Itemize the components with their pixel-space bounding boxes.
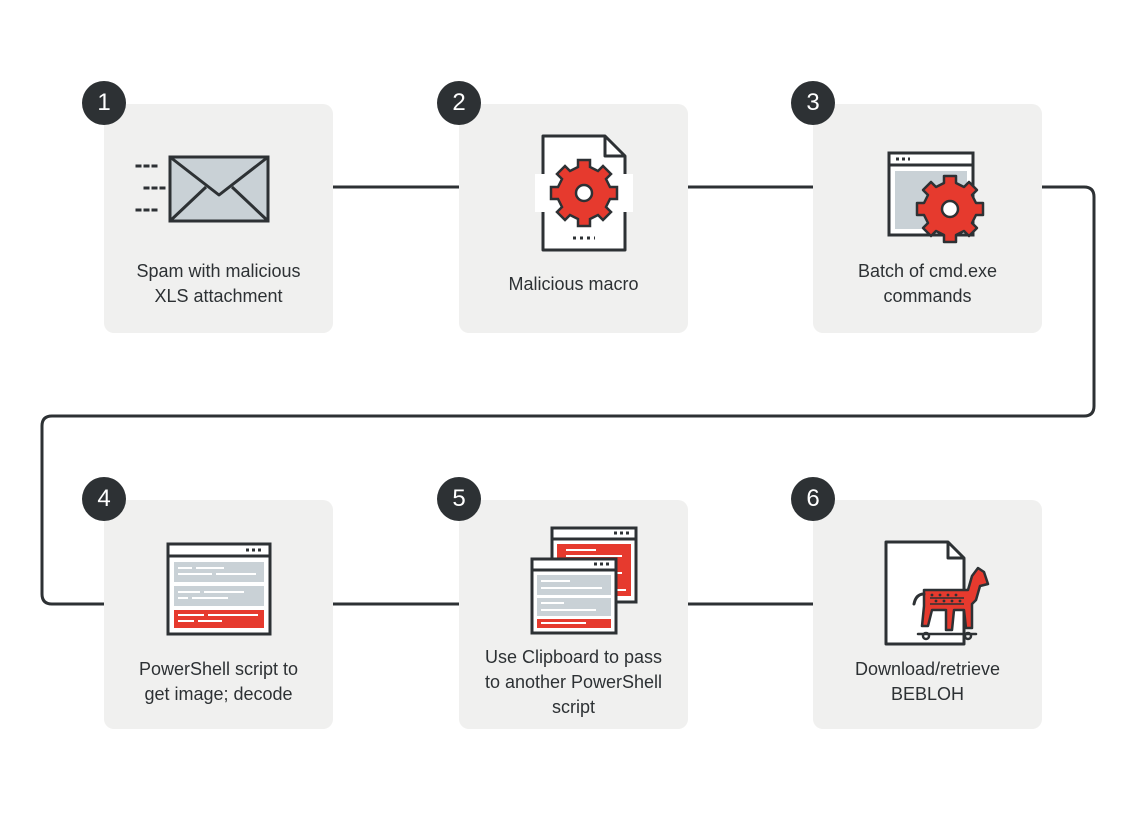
step-label-1: Spam with malicious XLS attachment [136,261,301,306]
arrow-3-to-4 [40,185,1096,606]
envelope-icon [135,155,270,223]
window-gear-icon [887,151,985,244]
trojan-horse-file-icon [884,540,992,646]
step-number-badge: 1 [82,81,126,125]
step-number-badge: 4 [82,477,126,521]
stacked-windows-icon [530,526,638,635]
step-label-2: Malicious macro [508,274,639,294]
script-window-icon [166,542,272,636]
step-label-4: PowerShell script to get image; decode [138,659,299,704]
step-number-badge: 5 [437,477,481,521]
step-number-badge: 3 [791,81,835,125]
step-number-badge: 2 [437,81,481,125]
step-label-3: Batch of cmd.exe commands [857,261,998,306]
macro-document-icon [535,134,633,252]
step-number-badge: 6 [791,477,835,521]
step-label-6: Download/retrieve BEBLOH [854,659,1001,704]
step-label-5: Use Clipboard to pass to another PowerSh… [484,647,663,717]
